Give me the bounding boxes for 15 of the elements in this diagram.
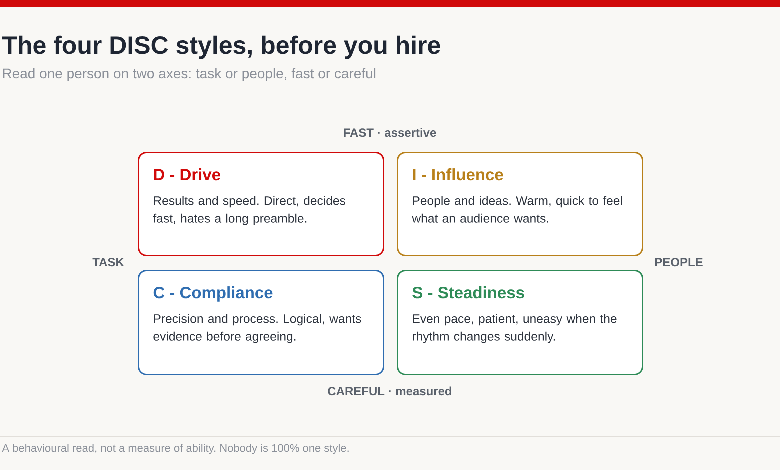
axis-label: PEOPLE: [655, 258, 703, 267]
card-heading: D - Drive: [154, 168, 220, 181]
subtitle: Read one person on two axes: task or people, fast or careful: [3, 68, 376, 82]
card-heading: S - Steadiness: [412, 286, 524, 299]
axis-label: CAREFUL · measured: [328, 386, 452, 396]
card-heading: I - Influence: [413, 168, 504, 181]
axis-label: FAST · assertive: [344, 128, 436, 138]
title: The four DISC styles, before you hire: [2, 36, 440, 60]
card-heading: C - Compliance: [154, 286, 273, 302]
footnote: A behavioural read, not a measure of ability. Nobody is 100% one style.: [2, 444, 349, 454]
card-description: Precision and process. Logical, wants evidence before agreeing.: [154, 314, 362, 344]
axis-label: TASK: [92, 258, 124, 267]
card-description: Even pace, patient, uneasy when the rhythm changes suddenly.: [413, 314, 617, 344]
card-description: People and ideas. Warm, quick to feel what an audience wants.: [412, 196, 622, 223]
card-description: Results and speed. Direct, decides fast, hates a long preamble.: [153, 196, 346, 226]
